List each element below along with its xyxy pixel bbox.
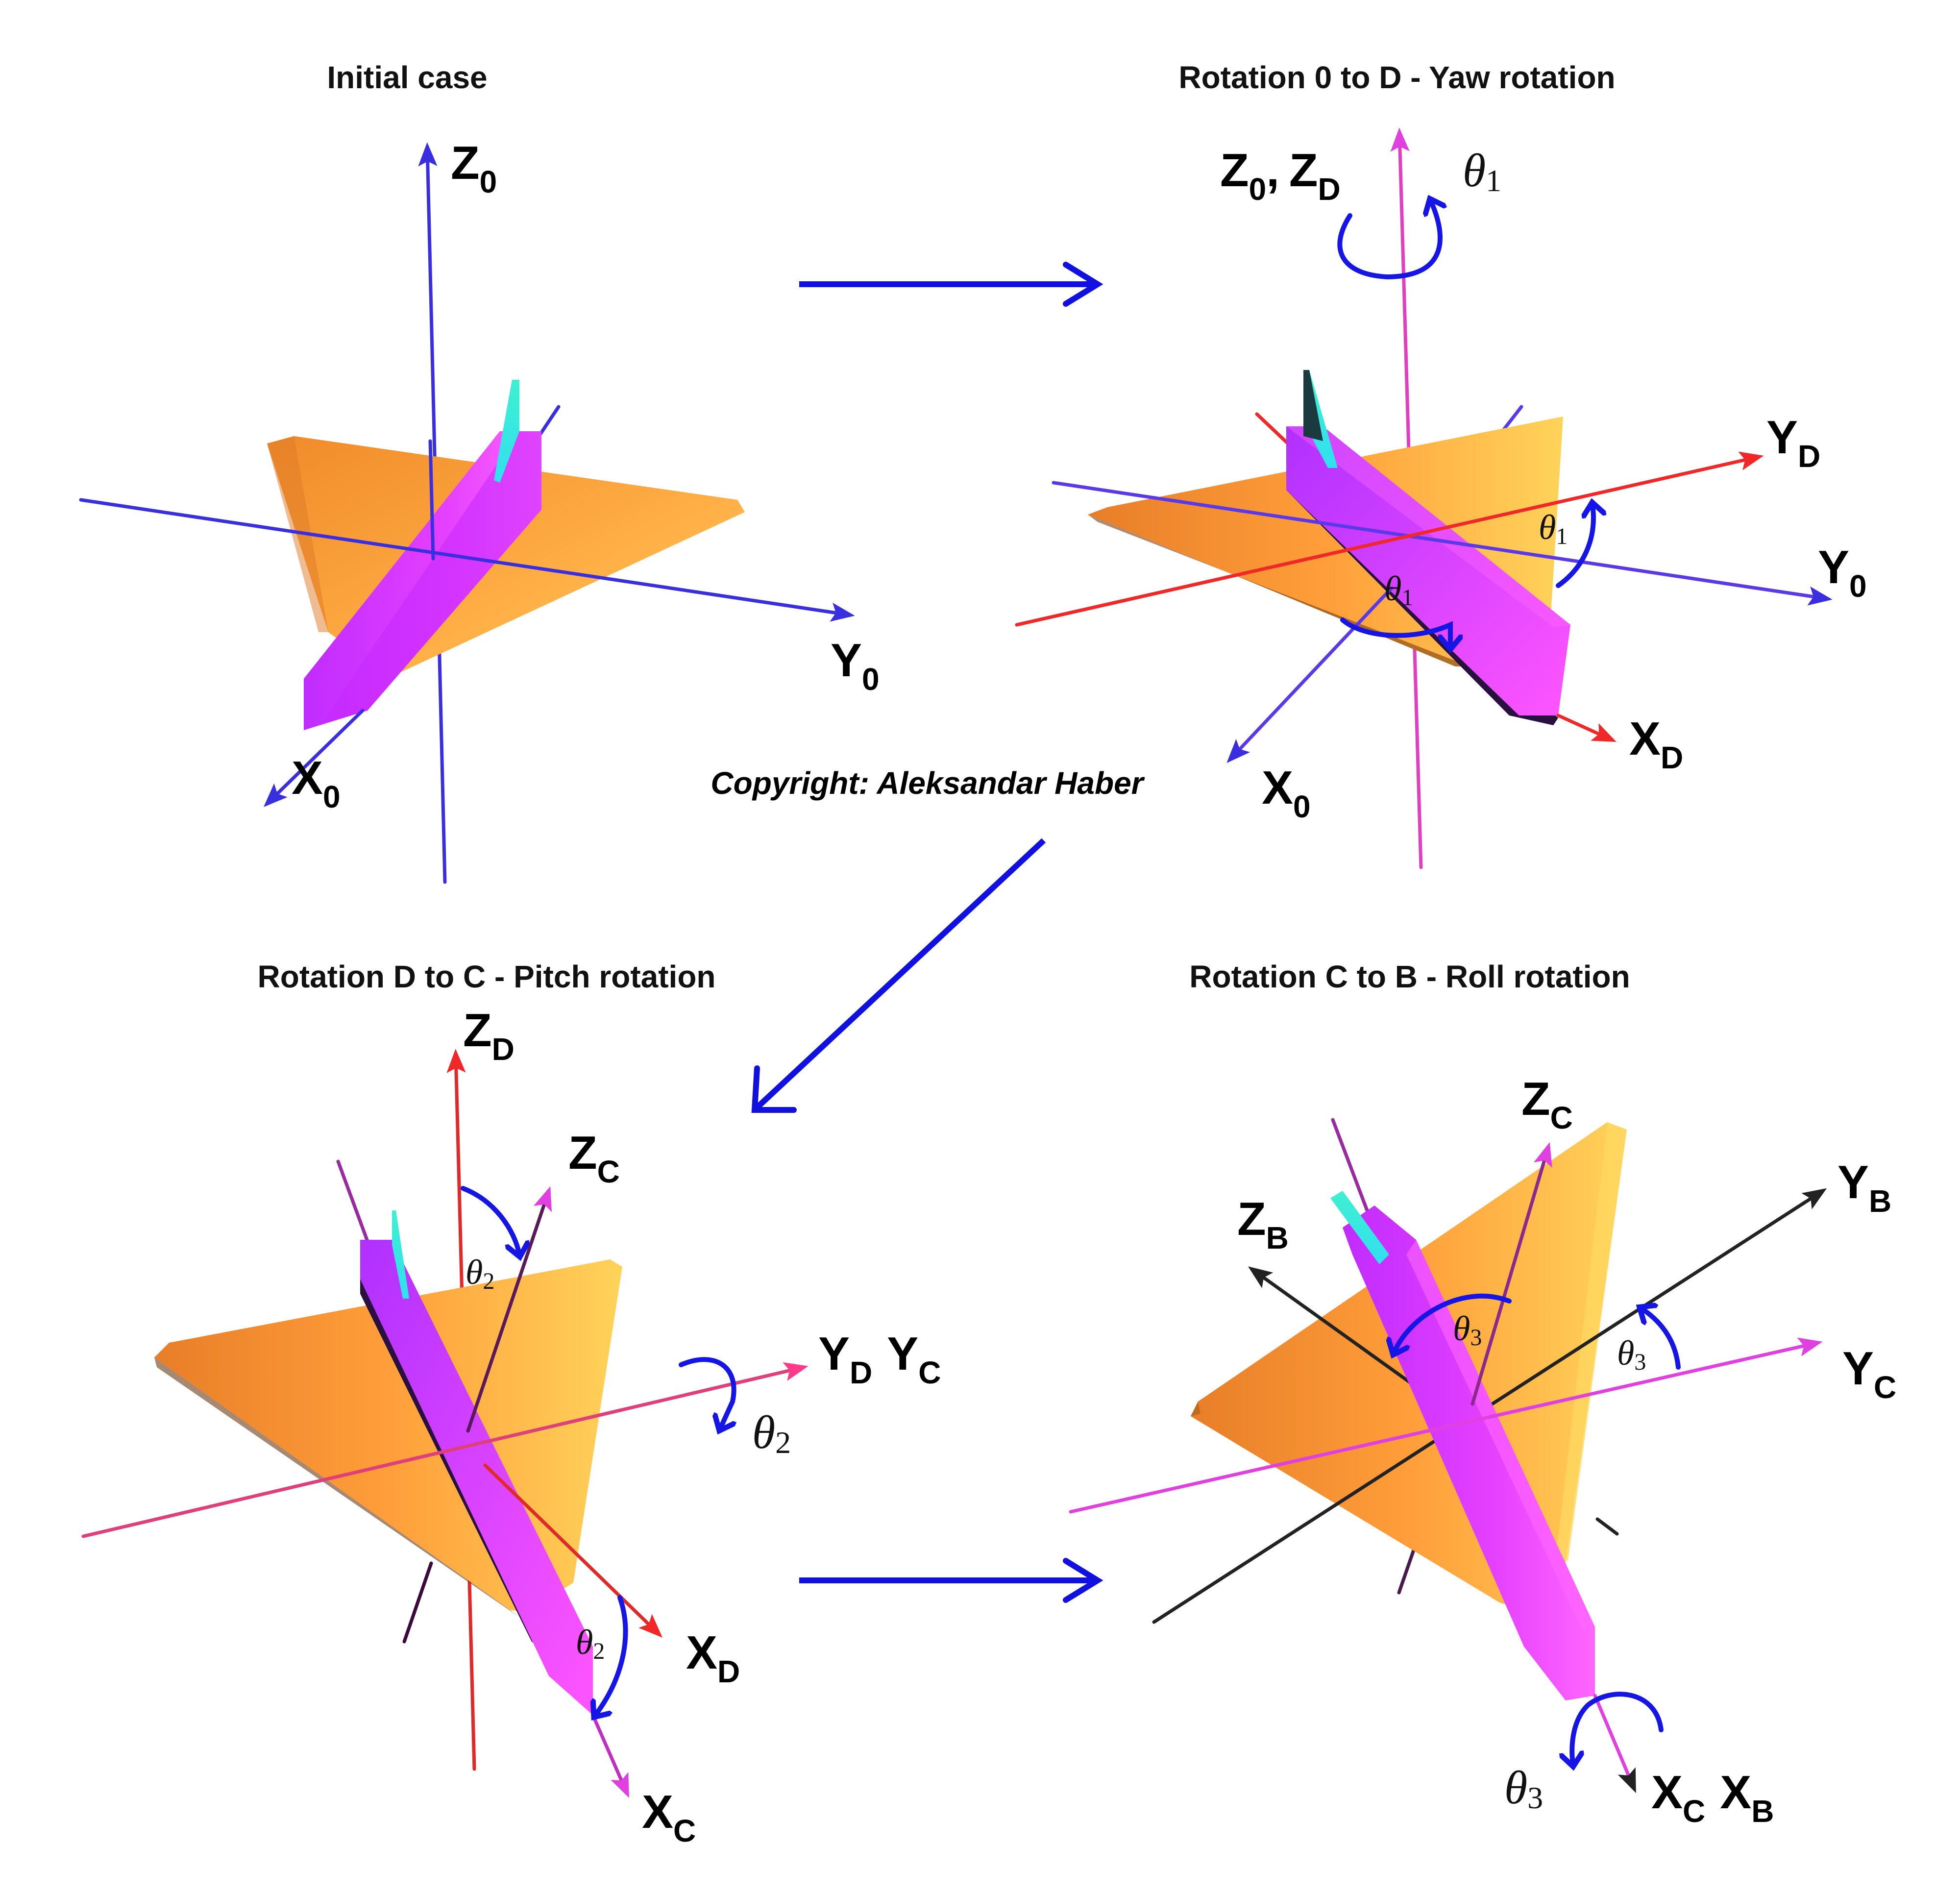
angle-label-theta3-y: θ3	[1617, 1333, 1646, 1375]
panel-title: Rotation 0 to D - Yaw rotation	[1178, 60, 1615, 95]
axis-label-z0: Z0	[451, 137, 497, 199]
z-axis-c-back	[1331, 1118, 1369, 1212]
x-axis-d	[1556, 714, 1617, 742]
angle-label-theta1-y: θ1	[1539, 508, 1568, 549]
rotation-arrow-pitch-y	[679, 1357, 734, 1428]
flow-arrow-pitch-to-roll	[799, 1558, 1103, 1603]
z-axis-c-top	[336, 1159, 374, 1256]
panel-title: Rotation D to C - Pitch rotation	[258, 959, 716, 994]
fuselage	[1286, 426, 1570, 715]
fuselage-top	[1406, 1240, 1595, 1632]
y-axis-d-c	[81, 1362, 808, 1538]
wing-edge	[267, 436, 328, 632]
y-axis-c	[1069, 1337, 1823, 1514]
rotation-arrow-pitch-x	[595, 1595, 628, 1715]
axis-label-zc: ZC	[568, 1127, 620, 1189]
rotation-arrow-pitch-z	[461, 1186, 519, 1255]
axis-label-z0-zd: Z0,ZD	[1220, 144, 1341, 207]
rotation-arrow-roll-z	[1394, 1293, 1512, 1353]
x-axis-0	[263, 709, 365, 807]
x-axis-c	[591, 1713, 629, 1798]
y-axis-d	[1015, 451, 1764, 627]
angle-label-theta3-z: θ3	[1453, 1309, 1482, 1351]
axis-label-y0: Y0	[1818, 541, 1867, 604]
y-axis-0	[79, 498, 855, 622]
z-axis-c	[466, 1186, 552, 1433]
axis-label-xc: XC	[642, 1786, 696, 1848]
panel-title: Initial case	[327, 60, 487, 95]
angle-label-theta2-z: θ2	[466, 1253, 494, 1294]
tail-fin	[392, 1210, 409, 1299]
z-axis-b-back	[1595, 1517, 1619, 1536]
rotation-arrow-yaw-x	[1340, 617, 1450, 647]
wing-edge	[1191, 1402, 1200, 1416]
rotation-arrow-roll-x	[1572, 1692, 1664, 1764]
x-axis-d	[483, 1463, 663, 1638]
axis-label-x0: X0	[292, 752, 341, 814]
y-axis-0	[1052, 481, 1833, 606]
x-axis-0	[1226, 586, 1394, 763]
tail-fin	[1330, 1191, 1389, 1264]
z-axis-c-back	[402, 1561, 433, 1644]
z-axis-c	[1470, 1142, 1552, 1406]
axis-label-zb: ZB	[1237, 1193, 1289, 1255]
angle-label-theta3: θ3	[1504, 1761, 1543, 1815]
flow-arrow-initial-to-yaw	[799, 262, 1103, 307]
axis-label-x0: X0	[1262, 762, 1311, 824]
fuselage	[360, 1240, 593, 1715]
tail-fin-dark	[1303, 370, 1323, 441]
panel-pitch: Rotation D to C - Pitch rotation θ2 θ2 θ…	[81, 959, 941, 1848]
axis-label-yd: YD	[1766, 411, 1820, 474]
rotation-arrow-yaw-y	[1556, 505, 1593, 588]
axis-label-yb: YB	[1838, 1156, 1891, 1219]
panel-roll: Rotation C to B - Roll rotation θ3 θ3 θ3…	[1069, 959, 1896, 1829]
angle-label-theta2: θ2	[752, 1406, 791, 1460]
axis-label-zd: ZD	[463, 1004, 514, 1067]
rotation-arrow-yaw-z	[1337, 201, 1440, 280]
flow-arrow-yaw-to-pitch	[751, 838, 1046, 1113]
axis-label-zc: ZC	[1521, 1073, 1573, 1135]
fuselage-side	[323, 431, 541, 723]
axis-label-y0: Y0	[831, 634, 880, 697]
axis-label-yc: YC	[1842, 1342, 1896, 1405]
x-axis-c-b	[1593, 1694, 1636, 1794]
tail-fin	[494, 380, 519, 483]
z-axis-0-inner	[428, 439, 435, 561]
copyright-text: Copyright: Aleksandar Haber	[710, 765, 1145, 801]
panel-initial: Initial case Z0 Y0 X0	[79, 60, 880, 884]
panel-yaw: Rotation 0 to D - Yaw rotation θ1 θ1 θ1 …	[1015, 60, 1867, 869]
angle-label-theta1-x: θ1	[1384, 569, 1413, 611]
panel-title: Rotation C to B - Roll rotation	[1189, 959, 1630, 994]
wing-underside	[154, 1357, 519, 1617]
fuselage	[1343, 1206, 1595, 1700]
axis-label-xd: XD	[1629, 713, 1683, 775]
rotation-arrow-roll-y	[1642, 1308, 1681, 1370]
fuselage-top	[1286, 426, 1570, 627]
angle-label-theta1: θ1	[1463, 144, 1501, 198]
axis-label-xd: XD	[686, 1626, 740, 1689]
angle-label-theta2-x: θ2	[576, 1623, 605, 1664]
